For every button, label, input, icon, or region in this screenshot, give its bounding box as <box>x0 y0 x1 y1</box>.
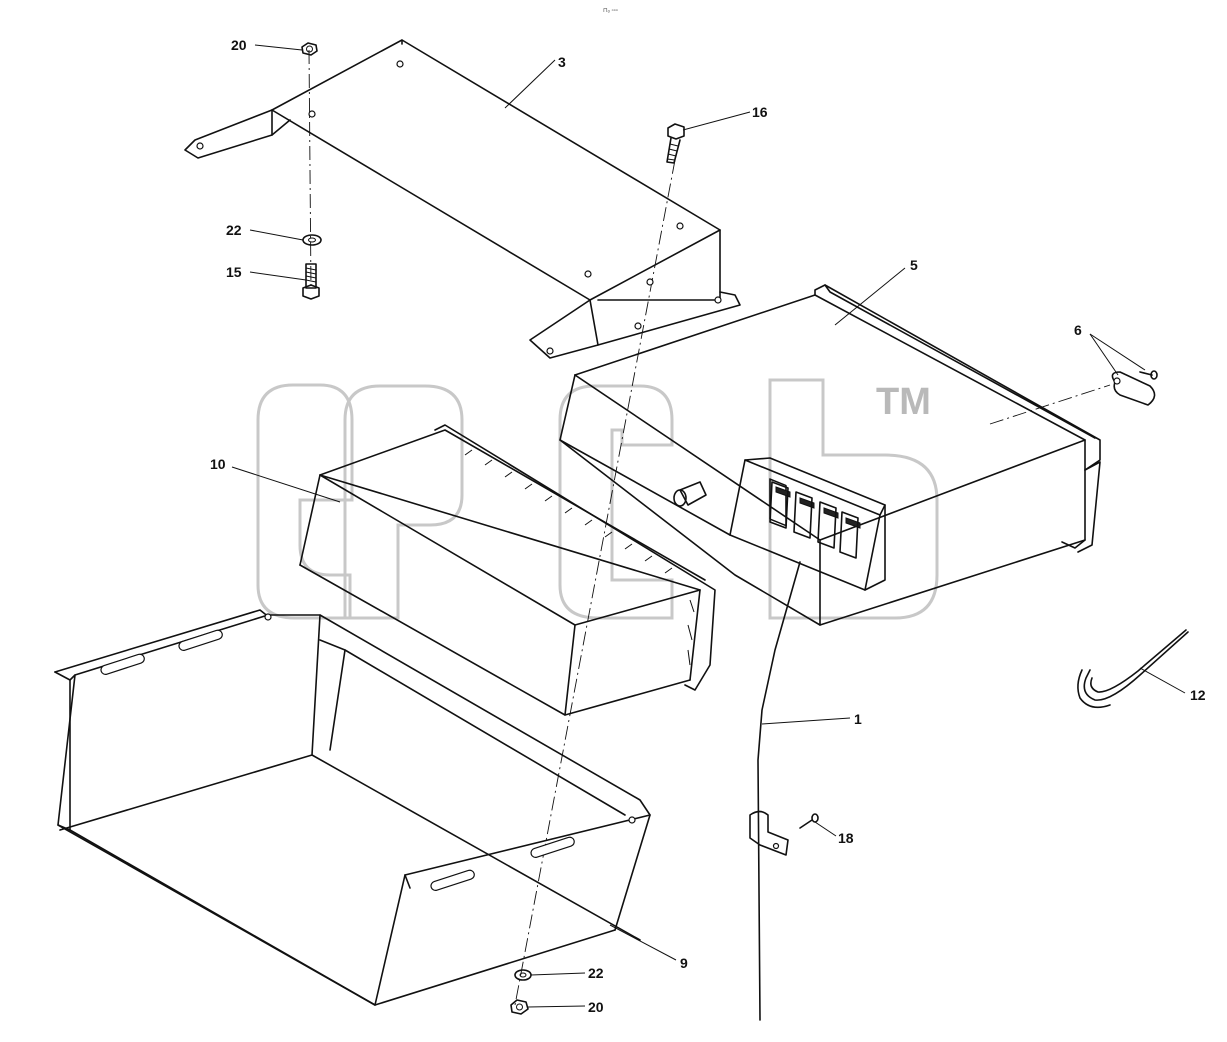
mount-axis-center <box>514 159 676 1006</box>
washer-22-bottom-icon <box>514 969 532 981</box>
callout-18: 18 <box>838 830 854 846</box>
callout-9: 9 <box>680 955 688 971</box>
screw-6-icon <box>1139 370 1158 380</box>
part-5-enclosure <box>559 284 1101 626</box>
callouts: 20 3 16 22 15 5 6 10 1 12 18 9 22 20 <box>210 37 1206 1015</box>
header-mark: ⊓ₒ ▫▫▫ <box>603 8 618 14</box>
callout-5: 5 <box>910 257 918 273</box>
watermark-letter-p <box>343 384 464 620</box>
bolt-16-icon <box>666 123 685 164</box>
washer-22-top-icon <box>302 234 322 246</box>
callout-1: 1 <box>854 711 862 727</box>
callout-20-bottom: 20 <box>588 999 604 1015</box>
callout-15: 15 <box>226 264 242 280</box>
callout-6: 6 <box>1074 322 1082 338</box>
nut-20-bottom-icon <box>510 999 529 1015</box>
callout-12: 12 <box>1190 687 1206 703</box>
callout-20-top: 20 <box>231 37 247 53</box>
part-1-cable <box>757 561 801 1021</box>
part-6-cover-plate <box>1111 371 1156 406</box>
part-10-inner-tray <box>299 424 716 716</box>
bolt-15-icon <box>302 263 320 300</box>
callout-10: 10 <box>210 456 226 472</box>
part-12-hook <box>1077 629 1189 709</box>
callout-3: 3 <box>558 54 566 70</box>
mount-axis-right <box>989 384 1111 425</box>
part-9-lower-bracket <box>54 609 651 1006</box>
clamp-18-icon <box>749 810 789 856</box>
watermark-letter-b <box>768 378 939 620</box>
callout-22-top: 22 <box>226 222 242 238</box>
watermark-trademark: TM <box>876 381 931 423</box>
watermark-letter-e <box>256 383 354 620</box>
nut-20-top-icon <box>301 42 318 56</box>
watermark: TM <box>256 378 939 620</box>
mount-axis-left <box>308 49 312 291</box>
leader-lines <box>231 44 1186 1008</box>
callout-16: 16 <box>752 104 768 120</box>
screw-18-icon <box>799 813 819 829</box>
watermark-letter-c <box>558 384 674 620</box>
callout-22-bottom: 22 <box>588 965 604 981</box>
part-3-top-cover <box>184 39 741 359</box>
